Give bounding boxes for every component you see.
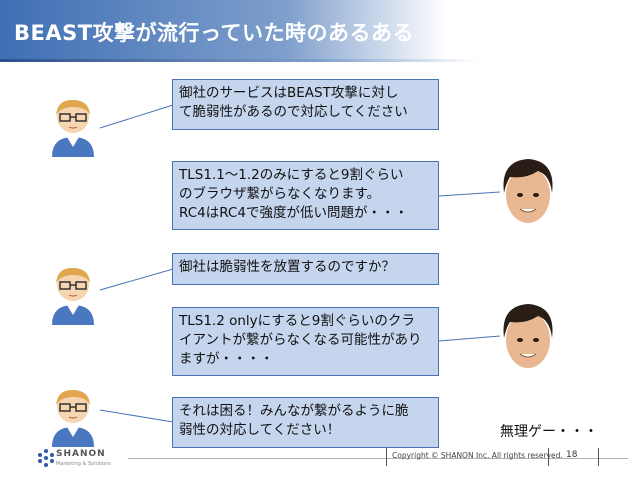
speech-bubble-3: 御社は脆弱性を放置するのですか？ xyxy=(172,253,439,285)
person-with-glasses-icon xyxy=(52,267,94,325)
footer-separator xyxy=(548,448,549,466)
connector-2 xyxy=(438,191,501,197)
copyright-text: Copyright © SHANON Inc. All rights reser… xyxy=(392,451,563,460)
footer-separator xyxy=(598,448,599,466)
footer-divider xyxy=(128,458,628,459)
page-number: 18 xyxy=(566,450,578,460)
connector-4 xyxy=(438,335,501,342)
speech-bubble-4: TLS1.2 onlyにすると9割ぐらいのクラ イアントが繋がらなくなる可能性が… xyxy=(172,307,439,376)
logo-text: SHANON xyxy=(56,449,106,459)
bubble-text: 御社のサービスはBEAST攻撃に対し て脆弱性があるので対応してください xyxy=(179,85,408,120)
person-photo-icon xyxy=(503,159,553,223)
bubble-text: それは困る！みんなが繋がるように脆 弱性の対応してください！ xyxy=(179,403,409,438)
connector-5 xyxy=(99,409,174,423)
bubble-text: TLS1.1～1.2のみにすると9割ぐらい のブラウザ繋がらなくなります。 RC… xyxy=(179,167,408,221)
aside-text: 無理ゲー・・・ xyxy=(500,424,598,440)
person-with-glasses-icon xyxy=(52,99,94,157)
connector-1 xyxy=(99,104,174,129)
person-photo-icon xyxy=(503,304,553,368)
bubble-text: 御社は脆弱性を放置するのですか？ xyxy=(179,259,395,275)
speech-bubble-5: それは困る！みんなが繋がるように脆 弱性の対応してください！ xyxy=(172,397,439,448)
footer-separator xyxy=(386,448,387,466)
bubble-text: TLS1.2 onlyにすると9割ぐらいのクラ イアントが繋がらなくなる可能性が… xyxy=(179,313,422,367)
speech-bubble-1: 御社のサービスはBEAST攻撃に対し て脆弱性があるので対応してください xyxy=(172,79,439,130)
shanon-logo-icon xyxy=(38,449,54,467)
slide-title: BEAST攻撃が流行っていた時のあるある xyxy=(14,21,415,45)
speech-bubble-2: TLS1.1～1.2のみにすると9割ぐらい のブラウザ繋がらなくなります。 RC… xyxy=(172,161,439,230)
connector-3 xyxy=(99,268,174,291)
slide-header: BEAST攻撃が流行っていた時のあるある xyxy=(0,0,638,62)
logo-subtitle: Marketing & Solutions xyxy=(56,461,111,467)
person-with-glasses-icon xyxy=(52,389,94,447)
